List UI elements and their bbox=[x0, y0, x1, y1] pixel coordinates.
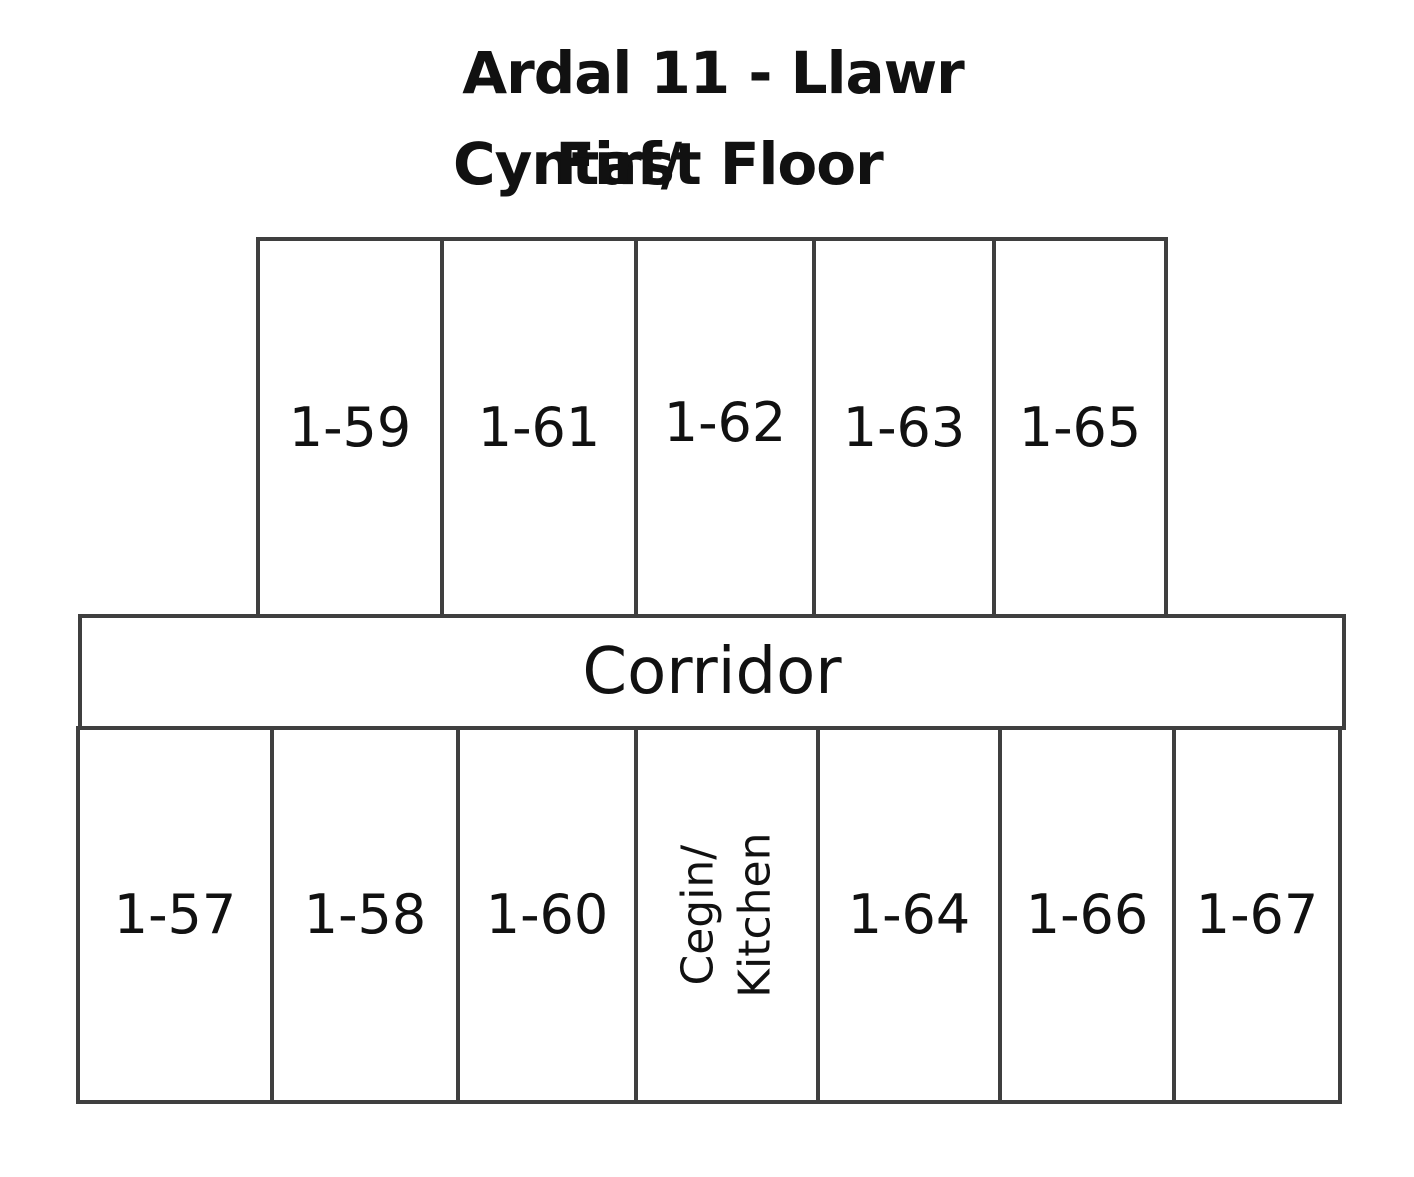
kitchen-label-english: Kitchen bbox=[730, 832, 781, 998]
corridor-label: Corridor bbox=[582, 635, 842, 709]
floor-plan-title-english: First Floor bbox=[555, 130, 883, 198]
room-1-60[interactable]: 1-60 bbox=[456, 726, 638, 1104]
floor-plan-title: Ardal 11 - Llawr bbox=[462, 39, 965, 107]
room-label: 1-62 bbox=[663, 391, 787, 454]
room-label: 1-59 bbox=[288, 396, 412, 459]
room-label: 1-61 bbox=[477, 396, 601, 459]
room-1-61[interactable]: 1-61 bbox=[440, 237, 638, 619]
room-label: 1-66 bbox=[1025, 883, 1149, 946]
room-1-62[interactable]: 1-62 bbox=[634, 237, 816, 619]
room-1-65[interactable]: 1-65 bbox=[992, 237, 1168, 619]
floor-plan-title-welsh-word: Cyntaf/ bbox=[453, 130, 682, 198]
room-label: 1-65 bbox=[1018, 396, 1142, 459]
room-1-59[interactable]: 1-59 bbox=[256, 237, 444, 619]
kitchen-label: Cegin/ Kitchen bbox=[670, 832, 784, 997]
room-label: 1-60 bbox=[485, 883, 609, 946]
room-label: 1-63 bbox=[842, 396, 966, 459]
room-label: 1-64 bbox=[847, 883, 971, 946]
room-label: 1-67 bbox=[1195, 883, 1319, 946]
room-1-57[interactable]: 1-57 bbox=[76, 726, 274, 1104]
room-1-58[interactable]: 1-58 bbox=[270, 726, 460, 1104]
room-1-63[interactable]: 1-63 bbox=[812, 237, 996, 619]
kitchen-label-welsh: Cegin/ bbox=[672, 844, 724, 986]
room-1-64[interactable]: 1-64 bbox=[816, 726, 1002, 1104]
corridor[interactable]: Corridor bbox=[78, 614, 1346, 730]
room-1-66[interactable]: 1-66 bbox=[998, 726, 1176, 1104]
room-kitchen[interactable]: Cegin/ Kitchen bbox=[634, 726, 820, 1104]
room-label: 1-58 bbox=[303, 883, 427, 946]
room-1-67[interactable]: 1-67 bbox=[1172, 726, 1342, 1104]
room-label: 1-57 bbox=[113, 883, 237, 946]
